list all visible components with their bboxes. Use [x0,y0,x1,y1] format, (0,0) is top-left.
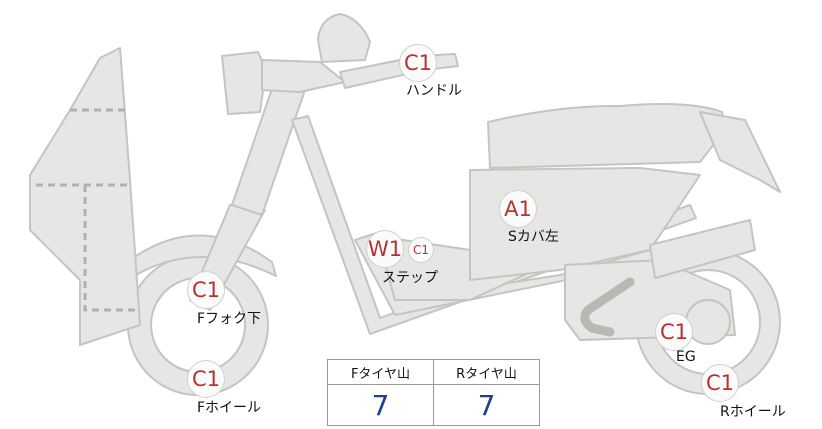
rear-wheel-grade-badge: C1 [701,364,739,402]
rear-shock-shape [649,219,756,279]
side-cover-label: Sカバ左 [508,229,559,245]
front-fork-label: Fフォク下 [197,311,262,327]
tire-tread-value-row: 7 7 [327,384,540,426]
windscreen-shape [317,13,371,63]
front-wheel-grade-badge: C1 [187,360,225,398]
engine-label: EG [676,349,696,365]
tire-tread-header-row: Fタイヤ山 Rタイヤ山 [327,359,540,385]
engine-grade-badge: C1 [655,313,693,351]
side-cover-grade-badge: A1 [499,190,537,228]
seat-shape [487,103,726,169]
rear-wheel-label: Rホイール [720,404,786,420]
step-label: ステップ [382,270,438,286]
front-tire-tread-header: Fタイヤ山 [327,359,434,385]
engine-hose-shape [580,277,635,337]
handle-label: ハンドル [406,83,462,99]
headlight-shape [221,51,267,115]
rear-tire-tread-value: 7 [433,384,540,426]
front-tire-tread-value: 7 [327,384,434,426]
step-grade-badge: W1 [366,230,404,268]
step-sub-grade-badge: C1 [408,237,434,263]
front-wheel-label: Fホイール [197,400,262,416]
frame-tube-shape [291,115,697,335]
tail-shape [699,111,781,193]
front-body-shape [29,47,141,346]
front-fork-grade-badge: C1 [187,271,225,309]
rear-hub-shape [685,299,731,345]
handlebar-body-shape [261,59,346,93]
rear-tire-tread-header: Rタイヤ山 [433,359,540,385]
tire-tread-table: Fタイヤ山 Rタイヤ山 7 7 [327,359,540,426]
handle-grade-badge: C1 [399,44,437,82]
panel-line-vertical [83,185,140,312]
